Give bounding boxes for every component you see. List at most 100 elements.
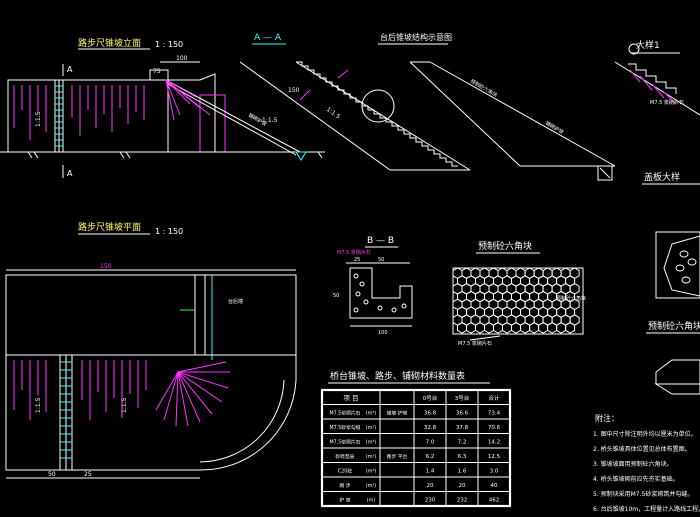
elevation-slope-line xyxy=(165,79,301,153)
hex-cell xyxy=(556,322,567,334)
table-cell: 项 目 xyxy=(343,394,358,402)
note-4: 4. 桥头锥坡砌前应先夯实基础。 xyxy=(593,475,679,483)
plan-scale: 1 : 150 xyxy=(155,227,183,236)
elevation-hatching xyxy=(13,85,145,140)
section-aa-leader-a xyxy=(337,69,349,79)
plan-dim-25: 25 xyxy=(84,471,92,478)
plan-ratio-label: 1:1.5 xyxy=(35,397,42,413)
elevation-cap xyxy=(149,69,169,81)
plan-hatching xyxy=(13,360,147,420)
note-2: 2. 桥头锥坡具体位置见总体布置图。 xyxy=(593,445,691,453)
table-cell: (m³) xyxy=(366,483,376,489)
section-bb-mortar: M7.5 浆砌片石 xyxy=(337,249,371,256)
table-cell: 462 xyxy=(489,498,500,504)
slope-detail-hex-label: 预制砼六角块 xyxy=(469,78,498,99)
table-cell: 6.2 xyxy=(426,454,435,460)
table-cell: 32.8 xyxy=(424,425,437,431)
section-bb-dim-side: 50 xyxy=(333,293,339,299)
notes-heading: 附注： xyxy=(595,413,619,423)
section-aa-leader-b xyxy=(299,89,311,101)
elevation-ratio-label: 1:1.5 xyxy=(35,111,42,127)
section-bb-outline xyxy=(349,267,413,319)
notes-block: 附注： 1. 图中尺寸除注明外均以厘米为单位。 2. 桥头锥坡具体位置见总体布置… xyxy=(593,413,700,513)
table-cell: 12.5 xyxy=(488,454,501,460)
elevation-scale: 1 : 150 xyxy=(155,40,183,49)
table-cell: C20砼 xyxy=(338,468,352,475)
table-cell: 合计 xyxy=(488,394,500,402)
plan-dim-mark: 150 xyxy=(100,263,112,270)
table-cell: 37.8 xyxy=(456,425,469,431)
table-cell: 7.2 xyxy=(458,440,467,446)
cover-detail-holes xyxy=(675,250,697,284)
section-bb-view: B — B 25 50 100 50 M7.5 浆砌片石 xyxy=(333,236,413,336)
hex-block-3d-top xyxy=(655,359,700,385)
hex-cell xyxy=(484,322,494,334)
hex-cell xyxy=(475,322,485,334)
elevation-title: 路步尺锥坡立面 xyxy=(78,37,141,49)
table-cell: 踏 步 xyxy=(339,482,350,489)
hex-block-leader xyxy=(469,335,501,341)
table-cell: 70.6 xyxy=(488,425,501,431)
detail-1-label: M7.5 浆砌片石 xyxy=(650,99,684,106)
cover-detail-title: 盖板大样 xyxy=(644,171,680,183)
detail-1-title: 大样1 xyxy=(636,39,660,51)
elevation-dim-75: 75 xyxy=(153,68,161,75)
cover-detail-hex xyxy=(663,235,700,297)
table-cell: 3.0 xyxy=(490,469,499,475)
detail-1-view: 大样1 M7.5 浆砌片石 xyxy=(614,39,700,116)
table-cell: 36.6 xyxy=(456,411,469,417)
hex-block-3d-title: 预制砼六角块大样 xyxy=(648,320,700,332)
elevation-slope-fan xyxy=(165,79,211,121)
table-cell: 232 xyxy=(457,498,468,504)
hex-block-mortar: M7.5 浆砌片石 xyxy=(458,340,492,347)
note-6: 6. 台后锥坡10m，工程量计入路线工程。 xyxy=(593,505,700,513)
table-cell: 3号台 xyxy=(455,394,470,402)
hex-block-frame xyxy=(452,267,584,335)
elevation-slope-line-inner xyxy=(165,82,297,156)
table-cell: (m³) xyxy=(366,411,376,417)
section-mark-a-bottom: A xyxy=(67,169,73,178)
section-bb-fill xyxy=(353,273,407,313)
table-title: 桥台锥坡、路步、铺砌材料数量表 xyxy=(330,370,465,382)
hex-cell xyxy=(520,322,531,334)
elevation-ground-hatch xyxy=(27,151,323,159)
hex-cell xyxy=(547,322,558,334)
hex-cell xyxy=(565,322,576,334)
plan-radial-fan xyxy=(155,361,230,427)
table-cell: 砂砾垫层 xyxy=(335,453,354,460)
section-bb-title: B — B xyxy=(367,236,394,246)
table-cell: (m) xyxy=(367,498,376,504)
section-bb-dim-50: 50 xyxy=(378,257,384,263)
section-aa-view: A — A 1:1.5 150 xyxy=(239,33,471,171)
table-cell: 230 xyxy=(425,498,436,504)
plan-ratio-label-2: 1:1.5 xyxy=(121,397,128,413)
elevation-step-rungs xyxy=(55,85,63,147)
plan-wall-note: 台后墙 xyxy=(228,298,243,305)
plan-arc-inner xyxy=(199,379,285,463)
slope-detail-top xyxy=(429,61,616,167)
section-aa-top-line xyxy=(295,61,471,171)
hex-block-grid xyxy=(452,267,580,334)
hex-block-view: 预制砼六角块 预制砼六角块 M7.5 浆砌片石 xyxy=(452,240,586,347)
table-cell: (m³) xyxy=(366,440,376,446)
plan-view: 路步尺锥坡平面 1 : 150 150 台后墙 xyxy=(5,221,297,479)
table-cell: 1.6 xyxy=(458,469,467,475)
plan-dim-50: 50 xyxy=(48,471,56,478)
section-aa-slope-label: 1:1.5 xyxy=(325,106,342,121)
plan-upper-rect xyxy=(5,274,297,356)
hex-block-3d-side xyxy=(654,383,700,395)
table-cell: M7.5浆砌片石 xyxy=(330,439,361,446)
section-aa-title: A — A xyxy=(254,33,282,43)
section-bb-dim-25: 25 xyxy=(354,257,360,263)
table-cell: 14.2 xyxy=(488,440,500,446)
elevation-slope-label: 1:1.5 xyxy=(262,117,278,124)
plan-lower-outline xyxy=(5,354,297,471)
section-aa-bottom-line xyxy=(239,61,391,171)
table-cell: 6.3 xyxy=(458,454,467,460)
hex-cell xyxy=(457,322,467,334)
slope-detail-title: 台后锥坡结构示意图 xyxy=(380,32,452,42)
table-cell: 40 xyxy=(491,483,498,489)
table-cell: 路步 平台 xyxy=(387,453,408,460)
